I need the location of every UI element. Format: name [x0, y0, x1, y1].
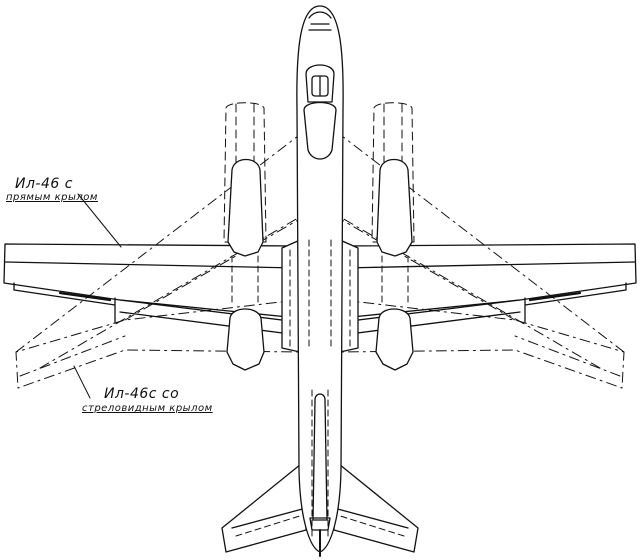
cockpit-canopy: [303, 64, 337, 160]
engine-nacelle-left: [226, 158, 265, 371]
tail-fin: [309, 393, 331, 557]
straight-wing-label-sub: прямым крылом: [6, 192, 98, 203]
swept-wing-label-title: Ил-46с со: [104, 386, 180, 402]
leader-lines: [73, 193, 122, 399]
straight-wing-label-title: Ил-46 с: [15, 176, 73, 192]
fuselage-internal: [308, 239, 332, 541]
engine-nacelle-right: [375, 158, 414, 371]
swept-wing-label-sub: стреловидным крылом: [82, 403, 213, 414]
wing-root-fairings: [281, 239, 359, 353]
